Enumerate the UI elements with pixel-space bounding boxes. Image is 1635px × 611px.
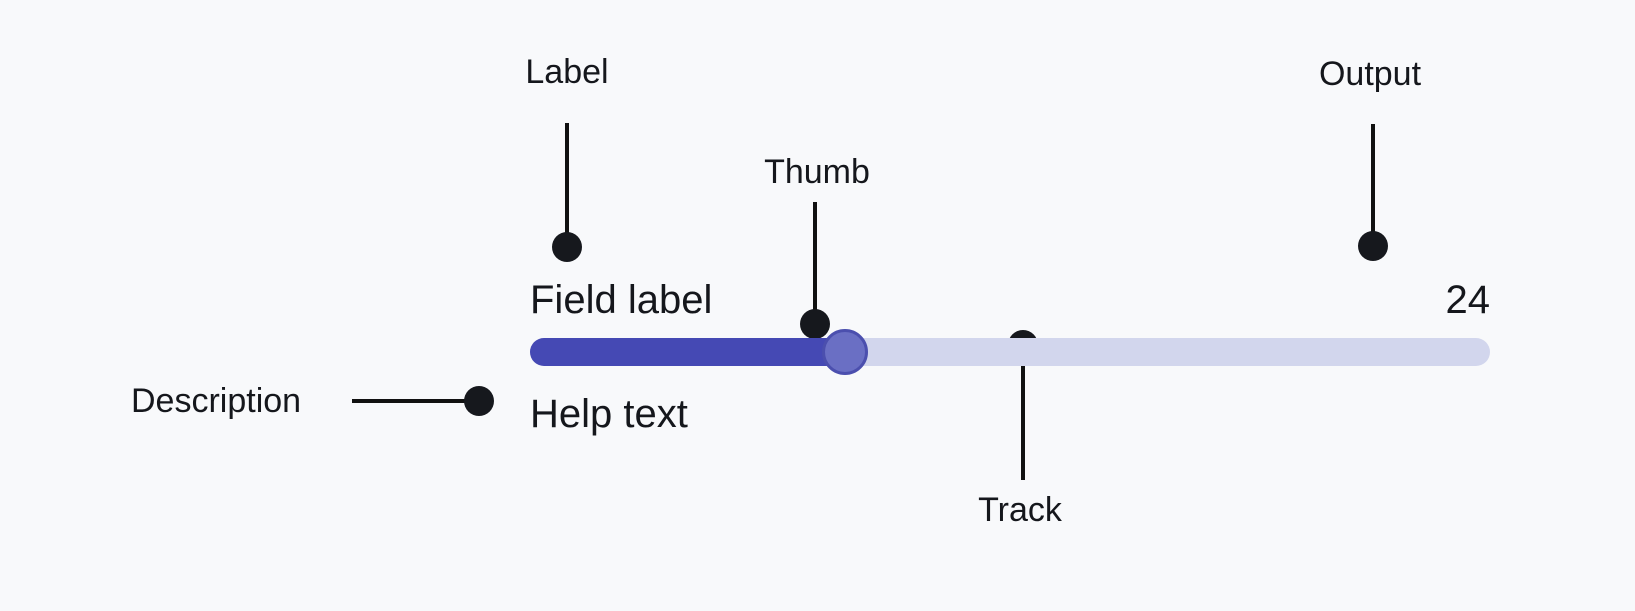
- annotation-output-leader-line: [1371, 124, 1375, 254]
- annotation-description-label: Description: [131, 382, 302, 420]
- annotation-output-label: Output: [1318, 55, 1422, 93]
- annotation-label-leader-line: [565, 123, 569, 255]
- slider-help-text: Help text: [530, 392, 688, 436]
- annotation-thumb-label: Thumb: [764, 153, 870, 191]
- slider-label: Field label: [530, 278, 713, 322]
- slider-output-value: 24: [1445, 278, 1491, 322]
- annotation-label-leader-dot: [552, 232, 582, 262]
- slider-thumb[interactable]: [821, 329, 868, 375]
- annotation-track-leader-line: [1021, 350, 1025, 480]
- annotation-description-leader-dot: [464, 386, 494, 416]
- annotation-description-leader-line: [352, 399, 480, 403]
- annotation-thumb-leader-line: [813, 202, 817, 330]
- annotation-track-label: Track: [978, 491, 1062, 529]
- annotation-thumb-leader-dot: [800, 309, 830, 339]
- annotation-output-leader-dot: [1358, 231, 1388, 261]
- slider-fill: [530, 338, 845, 366]
- slider-track[interactable]: [530, 329, 1490, 375]
- annotation-label-label: Label: [525, 53, 609, 91]
